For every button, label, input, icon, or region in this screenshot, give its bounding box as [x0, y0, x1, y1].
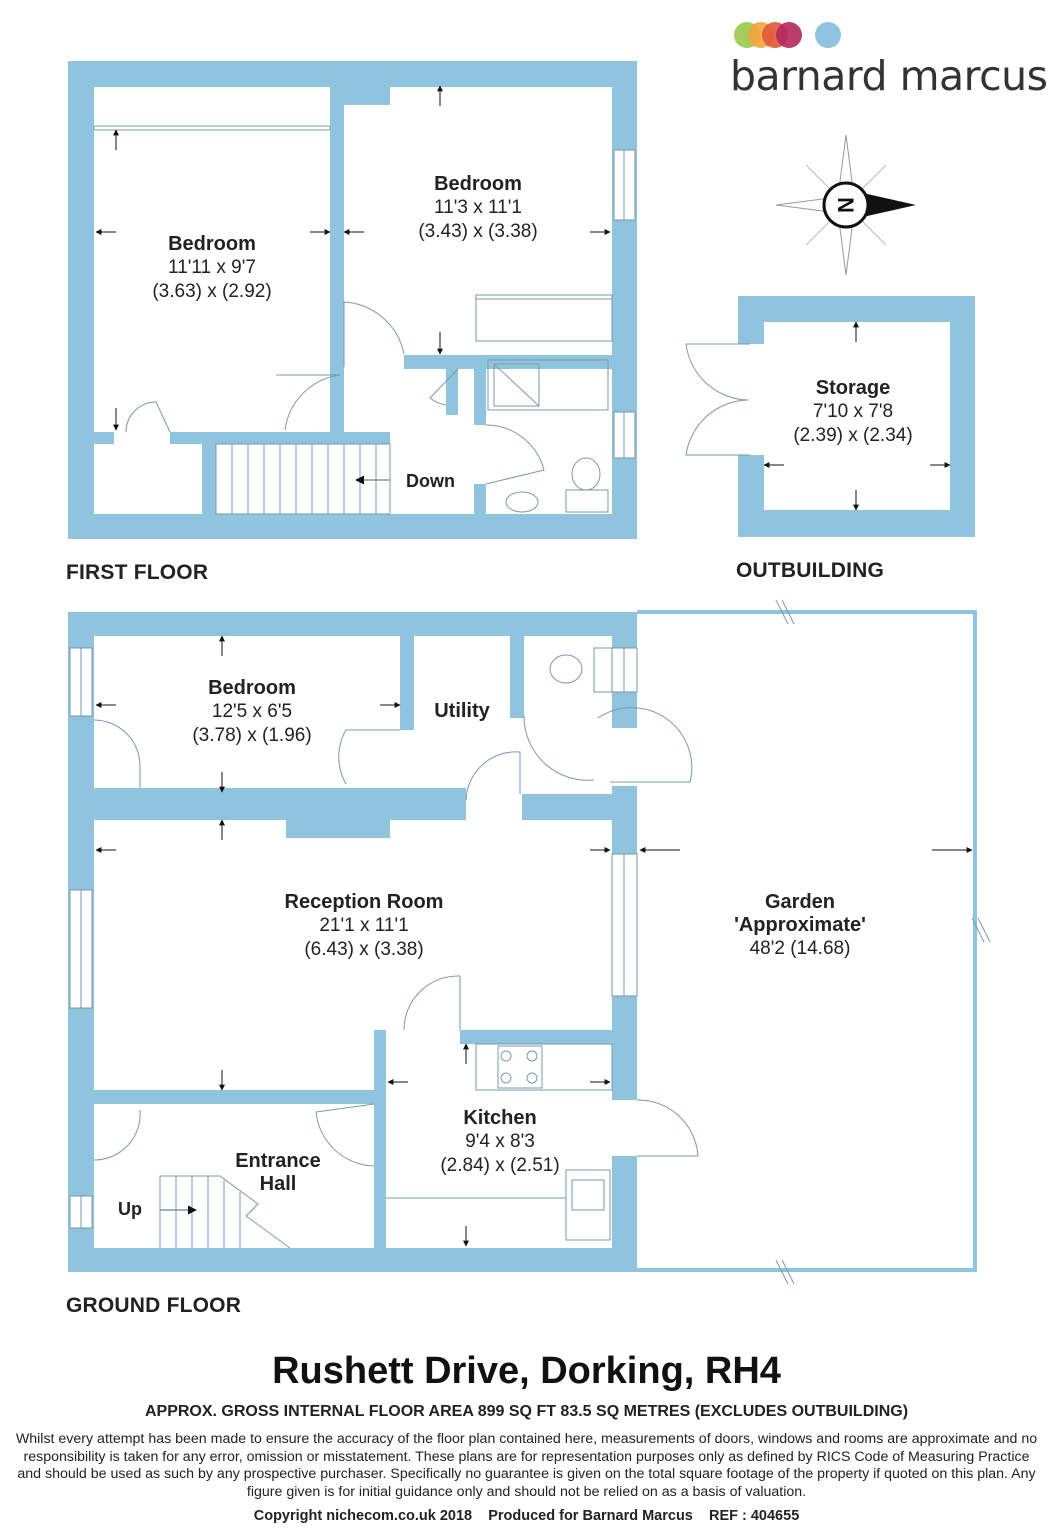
room-imperial: 11'11 x 9'7	[168, 257, 256, 278]
room-utility: Utility	[434, 700, 490, 722]
room-imperial: 12'5 x 6'5	[211, 701, 293, 722]
room-name: Hall	[259, 1173, 297, 1195]
room-bedroom-3: Bedroom 12'5 x 6'5 (3.78) x (1.96)	[152, 677, 352, 748]
outbuilding-plan	[738, 296, 975, 537]
room-bedroom-2: Bedroom 11'3 x 11'1 (3.43) x (3.38)	[378, 173, 578, 244]
compass-rose: N	[775, 134, 916, 276]
room-name: Bedroom	[168, 233, 256, 255]
first-floor-plan	[68, 61, 637, 539]
room-garden: Garden 'Approximate' 48'2 (14.68)	[700, 891, 900, 961]
first-floor-title: FIRST FLOOR	[66, 561, 209, 584]
room-name: Storage	[815, 377, 891, 399]
room-kitchen: Kitchen 9'4 x 8'3 (2.84) x (2.51)	[400, 1107, 600, 1178]
disclaimer: Whilst every attempt has been made to en…	[15, 1431, 1038, 1500]
room-imperial: 11'3 x 11'1	[434, 197, 522, 218]
room-storage: Storage 7'10 x 7'8 (2.39) x (2.34)	[753, 377, 953, 448]
floor-area: APPROX. GROSS INTERNAL FLOOR AREA 899 SQ…	[144, 1403, 909, 1420]
room-name: Garden	[764, 891, 836, 913]
floor-plan: N	[68, 61, 991, 1285]
copyright: Copyright nichecom.co.uk 2018 Produced f…	[253, 1508, 800, 1524]
property-address: Rushett Drive, Dorking, RH4	[272, 1350, 781, 1392]
room-name: Bedroom	[208, 677, 296, 699]
room-note: 'Approximate'	[734, 914, 866, 936]
room-metric: (6.43) x (3.38)	[304, 939, 424, 960]
room-metric: (3.78) x (1.96)	[192, 725, 312, 746]
compass-north-label: N	[833, 197, 858, 213]
room-reception: Reception Room 21'1 x 11'1 (6.43) x (3.3…	[244, 891, 484, 962]
room-imperial: 7'10 x 7'8	[812, 401, 894, 422]
room-name: Reception Room	[284, 891, 444, 913]
room-imperial: 9'4 x 8'3	[465, 1131, 535, 1152]
room-metric: (3.43) x (3.38)	[418, 221, 538, 242]
ground-floor-title: GROUND FLOOR	[66, 1294, 242, 1317]
room-dims: 48'2 (14.68)	[749, 938, 851, 959]
room-name: Bedroom	[434, 173, 522, 195]
room-metric: (2.84) x (2.51)	[440, 1155, 560, 1176]
logo-dot	[776, 22, 802, 48]
brand-name: barnard marcus	[730, 52, 1048, 100]
outbuilding-title: OUTBUILDING	[736, 559, 885, 582]
room-name: Kitchen	[463, 1107, 537, 1129]
stairs-up-label: Up	[118, 1199, 142, 1219]
logo-dot	[815, 22, 841, 48]
room-bedroom-1: Bedroom 11'11 x 9'7 (3.63) x (2.92)	[112, 233, 312, 304]
stairs-down-label: Down	[406, 471, 455, 491]
room-entrance-hall: Entrance Hall	[218, 1150, 338, 1196]
room-metric: (3.63) x (2.92)	[152, 281, 272, 302]
room-imperial: 21'1 x 11'1	[319, 915, 409, 936]
room-name: Entrance	[235, 1150, 321, 1172]
room-metric: (2.39) x (2.34)	[793, 425, 913, 446]
